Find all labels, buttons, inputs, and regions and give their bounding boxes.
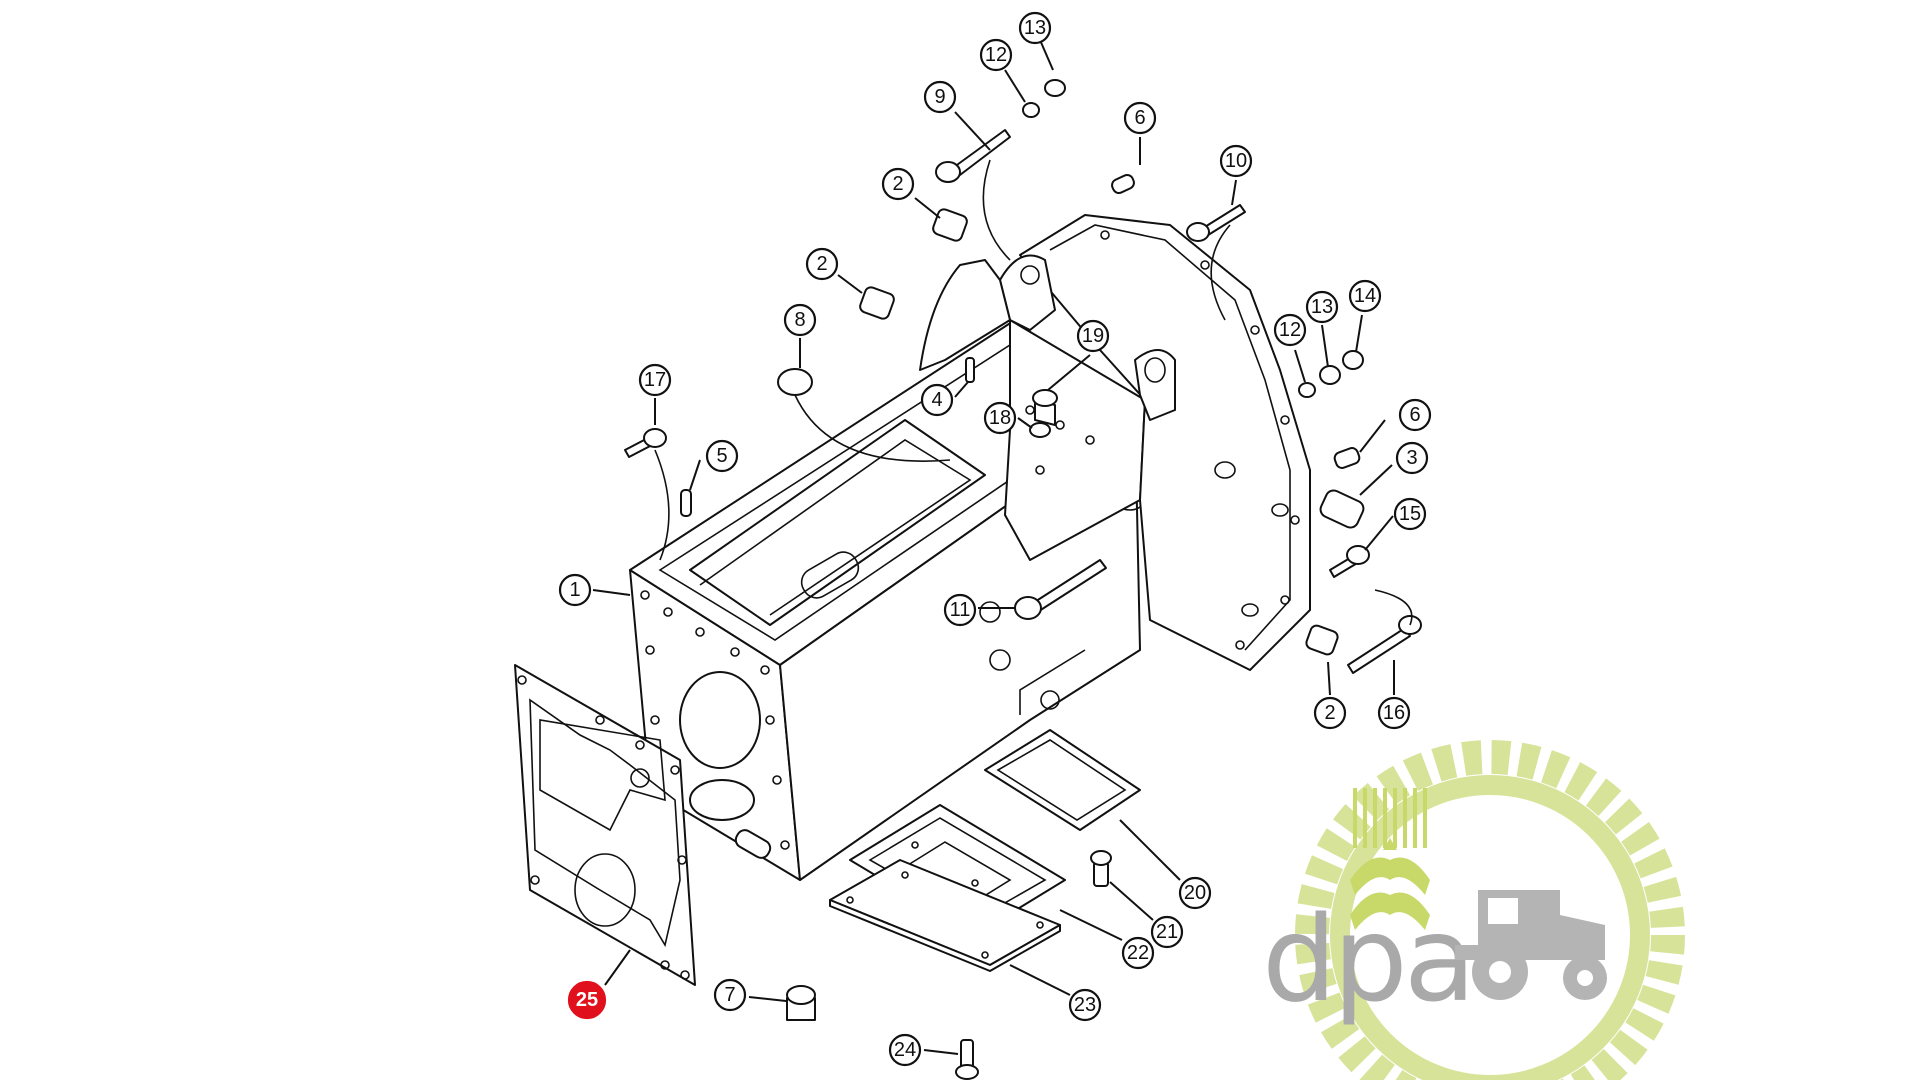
callout-18: 18 xyxy=(983,401,1017,435)
callout-21: 21 xyxy=(1150,915,1184,949)
svg-text:7: 7 xyxy=(724,984,735,1006)
svg-text:22: 22 xyxy=(1127,942,1149,964)
svg-text:2: 2 xyxy=(1324,702,1335,724)
svg-text:17: 17 xyxy=(644,369,666,391)
dpa-logo-text: dpa xyxy=(1262,890,1472,1028)
svg-text:25: 25 xyxy=(576,989,598,1011)
callout-13b: 13 xyxy=(1305,290,1339,324)
callout-15: 15 xyxy=(1393,497,1427,531)
svg-text:12: 12 xyxy=(985,44,1007,66)
callout-2a: 2 xyxy=(881,167,915,201)
svg-text:20: 20 xyxy=(1184,882,1206,904)
svg-text:11: 11 xyxy=(950,599,971,621)
callout-8: 8 xyxy=(783,303,817,337)
callout-6b: 6 xyxy=(1398,398,1432,432)
callout-25-highlighted: 25 xyxy=(567,980,607,1020)
svg-text:13: 13 xyxy=(1311,296,1333,318)
callouts: 13 12 9 6 10 2 2 8 19 12 13 14 17 4 18 6… xyxy=(558,11,1432,1067)
svg-text:2: 2 xyxy=(816,253,827,275)
svg-text:10: 10 xyxy=(1225,150,1247,172)
svg-text:13: 13 xyxy=(1024,17,1046,39)
callout-12b: 12 xyxy=(1273,313,1307,347)
cover-plate-23 xyxy=(829,859,1061,972)
callout-11: 11 xyxy=(943,593,977,627)
callout-7: 7 xyxy=(713,978,747,1012)
callout-6a: 6 xyxy=(1123,101,1157,135)
callout-14: 14 xyxy=(1348,279,1382,313)
gasket xyxy=(514,664,696,986)
svg-text:2: 2 xyxy=(892,173,903,195)
svg-text:6: 6 xyxy=(1409,404,1420,426)
svg-text:4: 4 xyxy=(931,389,942,411)
callout-2b: 2 xyxy=(805,247,839,281)
small-parts xyxy=(624,79,1422,1080)
svg-text:24: 24 xyxy=(894,1039,916,1061)
callout-2c: 2 xyxy=(1313,696,1347,730)
svg-text:8: 8 xyxy=(794,309,805,331)
callout-1: 1 xyxy=(558,573,592,607)
svg-text:5: 5 xyxy=(716,445,727,467)
callout-17: 17 xyxy=(638,363,672,397)
svg-text:15: 15 xyxy=(1399,503,1421,525)
callout-24: 24 xyxy=(888,1033,922,1067)
svg-text:14: 14 xyxy=(1354,285,1376,307)
svg-text:18: 18 xyxy=(989,407,1011,429)
svg-text:12: 12 xyxy=(1279,319,1301,341)
callout-10: 10 xyxy=(1219,144,1253,178)
gear-icon xyxy=(1295,740,1685,1080)
leader-lines xyxy=(592,39,1413,1055)
svg-text:9: 9 xyxy=(934,86,945,108)
callout-13a: 13 xyxy=(1018,11,1052,45)
svg-text:21: 21 xyxy=(1156,921,1178,943)
callout-3: 3 xyxy=(1395,441,1429,475)
svg-text:6: 6 xyxy=(1134,107,1145,129)
callout-16: 16 xyxy=(1377,696,1411,730)
wheat-icon xyxy=(1350,788,1430,930)
callout-22: 22 xyxy=(1121,936,1155,970)
callout-23: 23 xyxy=(1068,988,1102,1022)
svg-text:19: 19 xyxy=(1082,325,1104,347)
tractor-icon xyxy=(1455,890,1607,1000)
callout-5: 5 xyxy=(705,439,739,473)
callout-19: 19 xyxy=(1076,319,1110,353)
svg-text:23: 23 xyxy=(1074,994,1096,1016)
dpa-logo: dpa xyxy=(1262,740,1685,1080)
svg-text:16: 16 xyxy=(1383,702,1405,724)
cover-plate-20 xyxy=(984,729,1141,831)
svg-text:3: 3 xyxy=(1406,447,1417,469)
transmission-housing xyxy=(629,214,1311,881)
callout-12a: 12 xyxy=(979,38,1013,72)
callout-4: 4 xyxy=(920,383,954,417)
front-face-holes xyxy=(640,590,790,859)
svg-text:1: 1 xyxy=(569,579,580,601)
callout-9: 9 xyxy=(923,80,957,114)
callout-20: 20 xyxy=(1178,876,1212,910)
